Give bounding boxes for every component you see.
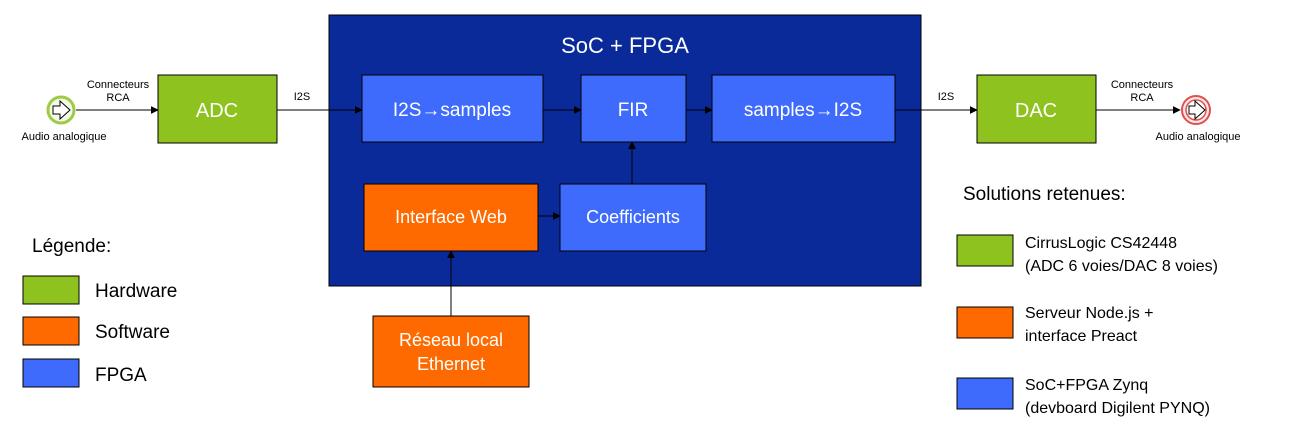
solutions-title: Solutions retenues: [963, 184, 1126, 205]
i2s-to-samples-block [361, 74, 544, 143]
solution-swatch-software [956, 306, 1014, 339]
legend-label-software: Software [95, 322, 170, 343]
audio-input-marker [46, 95, 76, 125]
audio-input-label: Audio analogique [21, 131, 106, 143]
samples-to-i2s-label: samples→I2S [744, 100, 862, 121]
i2s-out-label: I2S [938, 91, 955, 103]
ethernet-label-line1: Réseau local [399, 330, 503, 350]
audio-output-marker [1181, 95, 1211, 125]
solution-fpga-line1: SoC+FPGA Zynq [1025, 377, 1148, 394]
solution-hardware-line1: CirrusLogic CS42448 [1025, 235, 1177, 252]
arrow-right-icon [52, 99, 71, 121]
audio-output-label: Audio analogique [1155, 131, 1240, 143]
legend-label-hardware: Hardware [95, 281, 177, 302]
dac-label: DAC [1015, 100, 1057, 122]
i2s-in-label: I2S [294, 91, 311, 103]
fir-block [580, 74, 687, 143]
legend-label-fpga: FPGA [95, 365, 147, 386]
solution-software-line1: Serveur Node.js + [1025, 305, 1154, 322]
solution-software-line2: interface Preact [1025, 328, 1138, 345]
output-connector-label-line1: Connecteurs [1111, 79, 1174, 91]
i2s-to-samples-label: I2S→samples [393, 100, 511, 121]
solution-swatch-fpga [956, 377, 1014, 410]
legend-swatch-software [22, 316, 80, 346]
solution-swatch-hardware [956, 234, 1014, 267]
samples-to-i2s-block [711, 74, 896, 143]
ethernet-label-line2: Ethernet [417, 354, 485, 374]
legend-swatch-hardware [22, 275, 80, 305]
connections [76, 106, 1181, 316]
solution-hardware-line2: (ADC 6 voies/DAC 8 voies) [1025, 258, 1218, 275]
soc-fpga-title: SoC + FPGA [561, 33, 689, 58]
web-interface-block [363, 183, 539, 252]
dac-block [976, 74, 1097, 144]
legend-swatch-fpga [22, 358, 80, 388]
web-interface-label: Interface Web [395, 207, 507, 227]
legend-title: Légende: [32, 236, 111, 257]
fir-label: FIR [618, 100, 649, 121]
coefficients-label: Coefficients [586, 207, 680, 227]
input-connector-label-line1: Connecteurs [87, 79, 150, 91]
adc-label: ADC [196, 100, 238, 122]
coefficients-block [559, 183, 707, 252]
input-connector-label-line2: RCA [106, 92, 130, 104]
solution-fpga-line2: (devboard Digilent PYNQ) [1025, 400, 1210, 417]
adc-block [157, 74, 278, 144]
ethernet-block [372, 315, 530, 388]
arrow-right-icon [1188, 99, 1206, 121]
output-connector-label-line2: RCA [1130, 92, 1154, 104]
